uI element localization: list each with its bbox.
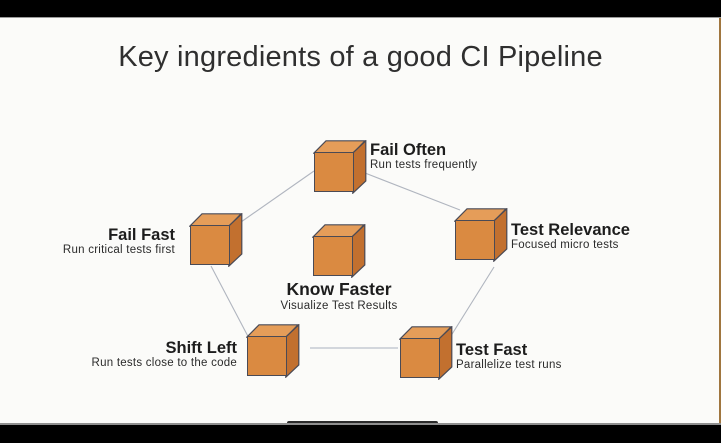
node-title: Test Fast xyxy=(456,341,528,359)
node-subtitle: Focused micro tests xyxy=(511,239,619,252)
node-title: Shift Left xyxy=(165,339,238,357)
cube-side-face xyxy=(438,326,453,380)
node-subtitle: Run tests frequently xyxy=(370,159,478,172)
letterbox-top-bar xyxy=(0,0,721,17)
cube-side-face xyxy=(351,224,366,278)
cube-side-face xyxy=(352,140,367,194)
node-title: Test Relevance xyxy=(511,221,630,239)
cube-side-face xyxy=(285,324,300,378)
cube-front-face xyxy=(247,336,287,376)
node-subtitle: Run tests close to the code xyxy=(91,357,237,370)
cube-side-face xyxy=(228,213,243,267)
cube-front-face xyxy=(314,152,354,192)
cube-front-face xyxy=(313,236,353,276)
letterbox-bottom-bar xyxy=(0,425,721,443)
slide-right-edge xyxy=(719,18,721,423)
node-label: Test Fast Parallelize test runs xyxy=(456,341,562,373)
page-title: Key ingredients of a good CI Pipeline xyxy=(118,41,603,73)
node-label: Know Faster Visualize Test Results xyxy=(245,280,433,314)
presentation-slide: Key ingredients of a good CI Pipeline xyxy=(0,17,721,425)
cube-front-face xyxy=(190,225,230,265)
node-label: Shift Left Run tests close to the code xyxy=(32,339,238,371)
cube-icon xyxy=(246,323,300,386)
cube-side-face xyxy=(493,208,508,262)
node-label: Fail Often Run tests frequently xyxy=(370,141,478,173)
cube-front-face xyxy=(455,220,495,260)
node-subtitle: Visualize Test Results xyxy=(280,300,398,313)
cube-icon xyxy=(313,139,367,202)
cube-icon xyxy=(189,212,243,275)
node-title: Fail Often xyxy=(370,141,447,159)
node-label: Test Relevance Focused micro tests xyxy=(511,221,630,253)
cube-icon xyxy=(312,223,366,286)
node-subtitle: Parallelize test runs xyxy=(456,359,562,372)
cube-icon xyxy=(399,325,453,388)
cube-front-face xyxy=(400,338,440,378)
cube-icon xyxy=(454,207,508,270)
node-label: Fail Fast Run critical tests first xyxy=(0,226,175,258)
node-subtitle: Run critical tests first xyxy=(62,244,175,257)
node-title: Fail Fast xyxy=(108,226,175,244)
screen-share-notification-bar: app.tinychat.com is sharing your screen … xyxy=(287,421,438,423)
node-title: Know Faster xyxy=(286,279,392,299)
